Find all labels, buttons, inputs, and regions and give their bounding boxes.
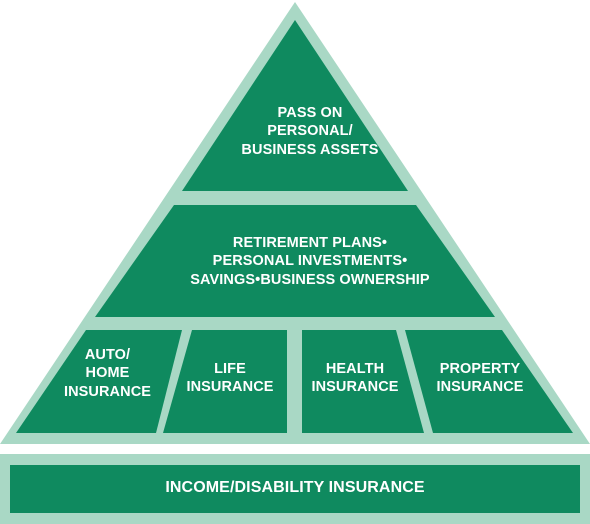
cell-property-line: PROPERTY — [439, 361, 521, 377]
cell-auto-home-label: AUTO/ HOME INSURANCE — [50, 346, 165, 401]
tier-middle-shape — [95, 205, 495, 317]
cell-property-line: INSURANCE — [436, 379, 524, 396]
cell-health-line: HEALTH — [325, 361, 385, 377]
cell-auto-home-line: AUTO/ — [84, 347, 131, 363]
cell-auto-home-line: HOME — [85, 365, 130, 382]
base-bar-label: INCOME/DISABILITY INSURANCE — [165, 479, 425, 496]
cell-health-shape — [302, 330, 424, 433]
cell-health-label: HEALTH INSURANCE — [290, 360, 420, 397]
cell-property-label: PROPERTY INSURANCE — [405, 360, 555, 397]
cell-life-line: INSURANCE — [186, 379, 274, 396]
tier-middle-line: RETIREMENT PLANS• — [232, 235, 388, 251]
tier-top-line: PERSONAL/ — [267, 123, 353, 140]
cell-auto-home-shape — [16, 330, 182, 433]
tier-top-line: BUSINESS ASSETS — [241, 141, 379, 158]
cell-auto-home-line: INSURANCE — [63, 383, 152, 400]
cell-life-line: LIFE — [214, 361, 246, 377]
tier-middle-label: RETIREMENT PLANS• PERSONAL INVESTMENTS• … — [120, 234, 500, 289]
tier-top-label: PASS ON PERSONAL/ BUSINESS ASSETS — [200, 104, 420, 159]
cell-health-line: INSURANCE — [311, 379, 399, 396]
tier-middle-line: SAVINGS•BUSINESS OWNERSHIP — [190, 271, 430, 288]
cell-property-shape — [405, 330, 573, 433]
tier-middle-line: PERSONAL INVESTMENTS• — [212, 253, 408, 270]
tier-top-line: PASS ON — [277, 105, 343, 121]
cell-life-label: LIFE INSURANCE — [170, 360, 290, 397]
cell-life-shape — [163, 330, 287, 433]
tier-top-shape — [182, 20, 408, 191]
base-bar-shape — [10, 465, 580, 513]
